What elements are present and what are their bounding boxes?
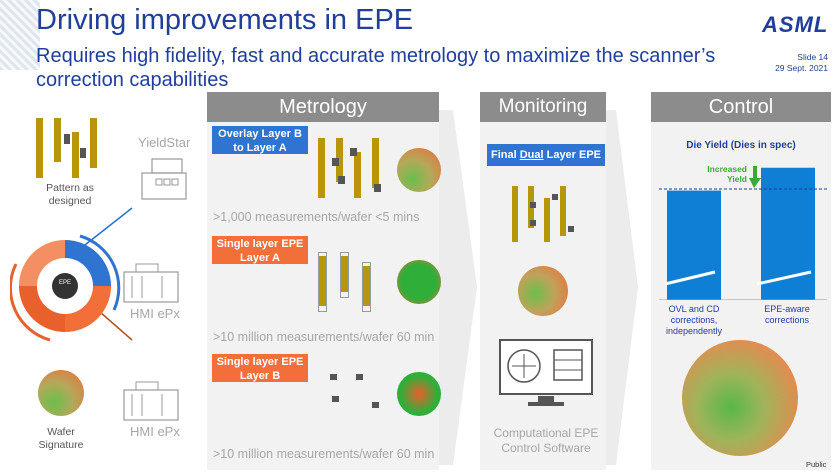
pattern-via — [64, 134, 70, 144]
epe-b-label-text: Single layer EPE Layer B — [216, 356, 304, 382]
epe-a-label-text: Single layer EPE Layer A — [216, 238, 304, 264]
increase-arrow-icon — [749, 166, 761, 188]
slide-number: Slide 14 — [797, 52, 828, 62]
dual-layer-wafer-map — [518, 266, 568, 316]
bar-label-2: EPE-aware corrections — [764, 304, 810, 325]
dual-layer-label-post: Layer EPE — [543, 149, 602, 161]
monitoring-header: Monitoring — [480, 92, 606, 122]
hmi-epx-label-2: HMI ePx — [130, 424, 180, 439]
pattern-line — [319, 256, 326, 306]
pattern-line — [372, 138, 379, 188]
pattern-outline — [340, 252, 349, 298]
increased-yield-label: Increased Yield — [707, 164, 747, 184]
pattern-via — [330, 374, 337, 380]
pattern-line — [36, 118, 43, 178]
slide-info: Slide 14 29 Sept. 2021 — [760, 52, 828, 74]
pattern-line — [341, 256, 348, 292]
metrology-chevron — [439, 110, 477, 465]
header-pattern — [0, 0, 40, 70]
epe-b-measurement-text: >10 million measurements/wafer 60 min — [213, 447, 435, 461]
pattern-via — [338, 176, 345, 184]
pattern-line — [54, 118, 61, 162]
slide-date: 29 Sept. 2021 — [775, 63, 828, 73]
pattern-line — [72, 132, 79, 178]
dual-layer-label-underlined: Dual — [519, 149, 544, 161]
yield-chart — [659, 166, 827, 300]
pattern-via — [374, 184, 381, 192]
pattern-via — [372, 402, 379, 408]
bar-label-1: OVL and CD corrections, independently — [665, 304, 723, 336]
pattern-line — [354, 152, 361, 198]
dual-layer-label-pre: Final — [490, 149, 520, 161]
control-header: Control — [651, 92, 831, 122]
monitor-software-icon — [499, 339, 593, 406]
dual-layer-pattern-graphic — [512, 186, 582, 246]
hmi-tool-icon — [123, 381, 179, 421]
pattern-outline — [318, 252, 327, 312]
software-label: Computational EPE Control Software — [493, 426, 599, 455]
pattern-as-designed-graphic — [36, 118, 100, 182]
epe-b-label: Single layer EPE Layer B — [212, 354, 308, 382]
overlay-wafer-map — [397, 148, 441, 192]
header-band — [0, 0, 840, 92]
yieldstar-label: YieldStar — [138, 135, 191, 150]
metrology-header: Metrology — [207, 92, 439, 122]
page-subtitle: Requires high fidelity, fast and accurat… — [36, 45, 716, 91]
dual-layer-label: Final Dual Layer EPE — [487, 144, 605, 166]
asml-logo: ASML — [762, 12, 829, 37]
wafer-signature-label: Wafer Signature — [38, 426, 84, 451]
hmi-tool-icon — [123, 263, 179, 303]
pattern-via — [350, 148, 357, 156]
axis-break-mark — [756, 270, 812, 286]
pattern-line — [512, 186, 518, 242]
epe-a-measurement-text: >10 million measurements/wafer 60 min — [213, 330, 435, 344]
pattern-line — [90, 118, 97, 168]
overlay-label-text: Overlay Layer B to Layer A — [218, 128, 302, 154]
pattern-via — [530, 202, 536, 208]
yieldstar-tool-icon — [141, 158, 187, 200]
pattern-line — [318, 138, 325, 198]
monitoring-chevron — [606, 110, 638, 465]
hmi-epx-label-1: HMI ePx — [130, 306, 180, 321]
overlay-pattern-graphic — [318, 138, 384, 202]
wafer-signature-graphic — [38, 370, 84, 416]
epe-a-wafer-map — [397, 260, 441, 304]
classification-label: Public — [806, 460, 827, 469]
axis-break-mark — [664, 270, 716, 286]
overlay-measurement-text: >1,000 measurements/wafer <5 mins — [213, 210, 420, 224]
overlay-label: Overlay Layer B to Layer A — [212, 126, 308, 154]
epe-a-label: Single layer EPE Layer A — [212, 236, 308, 264]
pattern-outline — [362, 262, 371, 312]
pattern-via — [356, 374, 363, 380]
cycle-center-label: EPE — [58, 280, 71, 286]
pattern-via — [552, 194, 558, 200]
pattern-line — [336, 138, 343, 182]
epe-a-pattern-graphic — [318, 252, 384, 314]
page-title: Driving improvements in EPE — [36, 4, 414, 36]
pattern-line — [363, 266, 370, 306]
pattern-line — [560, 186, 566, 236]
process-cycle-diagram — [10, 207, 133, 342]
epe-b-wafer-map — [397, 372, 441, 416]
pattern-label: Pattern as designed — [46, 182, 94, 207]
pattern-via — [568, 226, 574, 232]
control-wafer-map — [682, 340, 798, 456]
pattern-via — [332, 158, 339, 166]
pattern-via — [80, 148, 86, 158]
pattern-via — [530, 220, 536, 226]
chart-title: Die Yield (Dies in spec) — [686, 140, 796, 151]
pattern-line — [544, 198, 550, 242]
epe-b-pattern-graphic — [330, 372, 380, 408]
yield-bar-1 — [667, 190, 721, 300]
pattern-via — [332, 396, 339, 402]
